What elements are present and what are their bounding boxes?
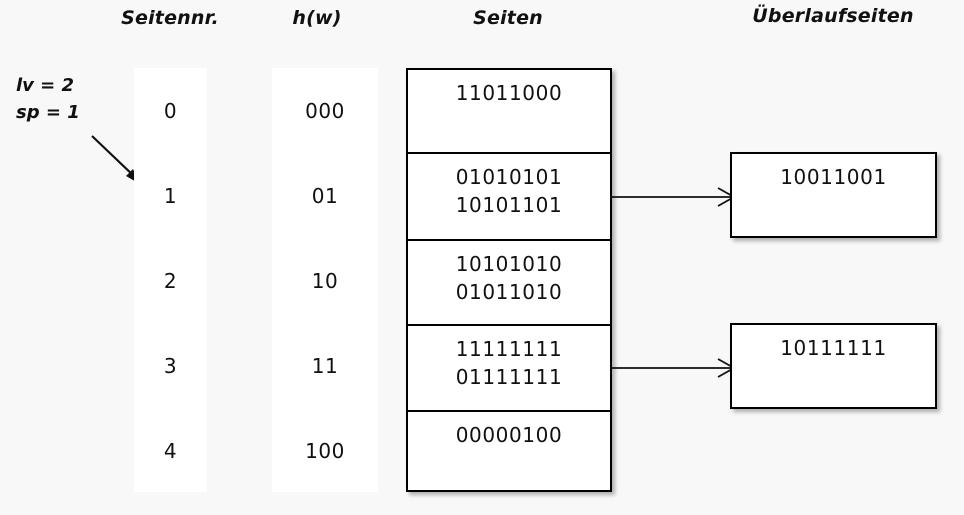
right-arrow-icon <box>610 358 736 378</box>
page-record: 10101010 <box>455 252 563 276</box>
column-header-seiten: Seiten <box>473 7 543 29</box>
seitennr-cell: 2 <box>163 268 178 293</box>
page-record: 11011000 <box>455 81 563 105</box>
page-cell: 11011000 <box>408 70 610 154</box>
page-cell: 10101010 01011010 <box>408 241 610 326</box>
page-cell: 01010101 10101101 <box>408 154 610 241</box>
page-record: 01111111 <box>455 365 563 389</box>
seitennr-cell: 3 <box>163 353 178 378</box>
overflow-page: 10011001 <box>730 152 937 238</box>
seitennr-cell: 1 <box>163 183 178 208</box>
seitennr-cell: 4 <box>163 438 178 463</box>
page-record: 10101101 <box>455 193 563 217</box>
hw-cell: 11 <box>311 353 339 378</box>
hw-cell: 100 <box>305 438 345 463</box>
parameter-sp: sp = 1 <box>16 102 80 123</box>
hw-cell: 10 <box>311 268 339 293</box>
pages-container: 11011000 01010101 10101101 10101010 0101… <box>406 68 612 492</box>
overflow-record: 10111111 <box>780 336 887 360</box>
hw-cell: 01 <box>311 183 339 208</box>
overflow-page: 10111111 <box>730 323 937 409</box>
parameter-block: lv = 2 sp = 1 <box>16 72 80 126</box>
page-record: 01011010 <box>455 280 563 304</box>
overflow-record: 10011001 <box>780 165 887 189</box>
seitennr-cell: 0 <box>163 98 178 123</box>
page-record: 11111111 <box>455 337 563 361</box>
column-header-hw: h(w) <box>292 7 342 29</box>
page-cell: 11111111 01111111 <box>408 326 610 412</box>
column-header-ueberlaufseiten: Überlaufseiten <box>752 5 914 27</box>
parameter-lv: lv = 2 <box>16 75 75 96</box>
page-record: 01010101 <box>455 165 563 189</box>
page-record: 00000100 <box>455 423 563 447</box>
right-arrow-icon <box>610 187 736 207</box>
hw-cell: 000 <box>305 98 345 123</box>
column-header-seitennr: Seitennr. <box>121 7 219 29</box>
page-cell: 00000100 <box>408 412 610 494</box>
column-strip-hw: 000 01 10 11 100 <box>272 68 378 492</box>
column-strip-seitennr: 0 1 2 3 4 <box>134 68 207 492</box>
